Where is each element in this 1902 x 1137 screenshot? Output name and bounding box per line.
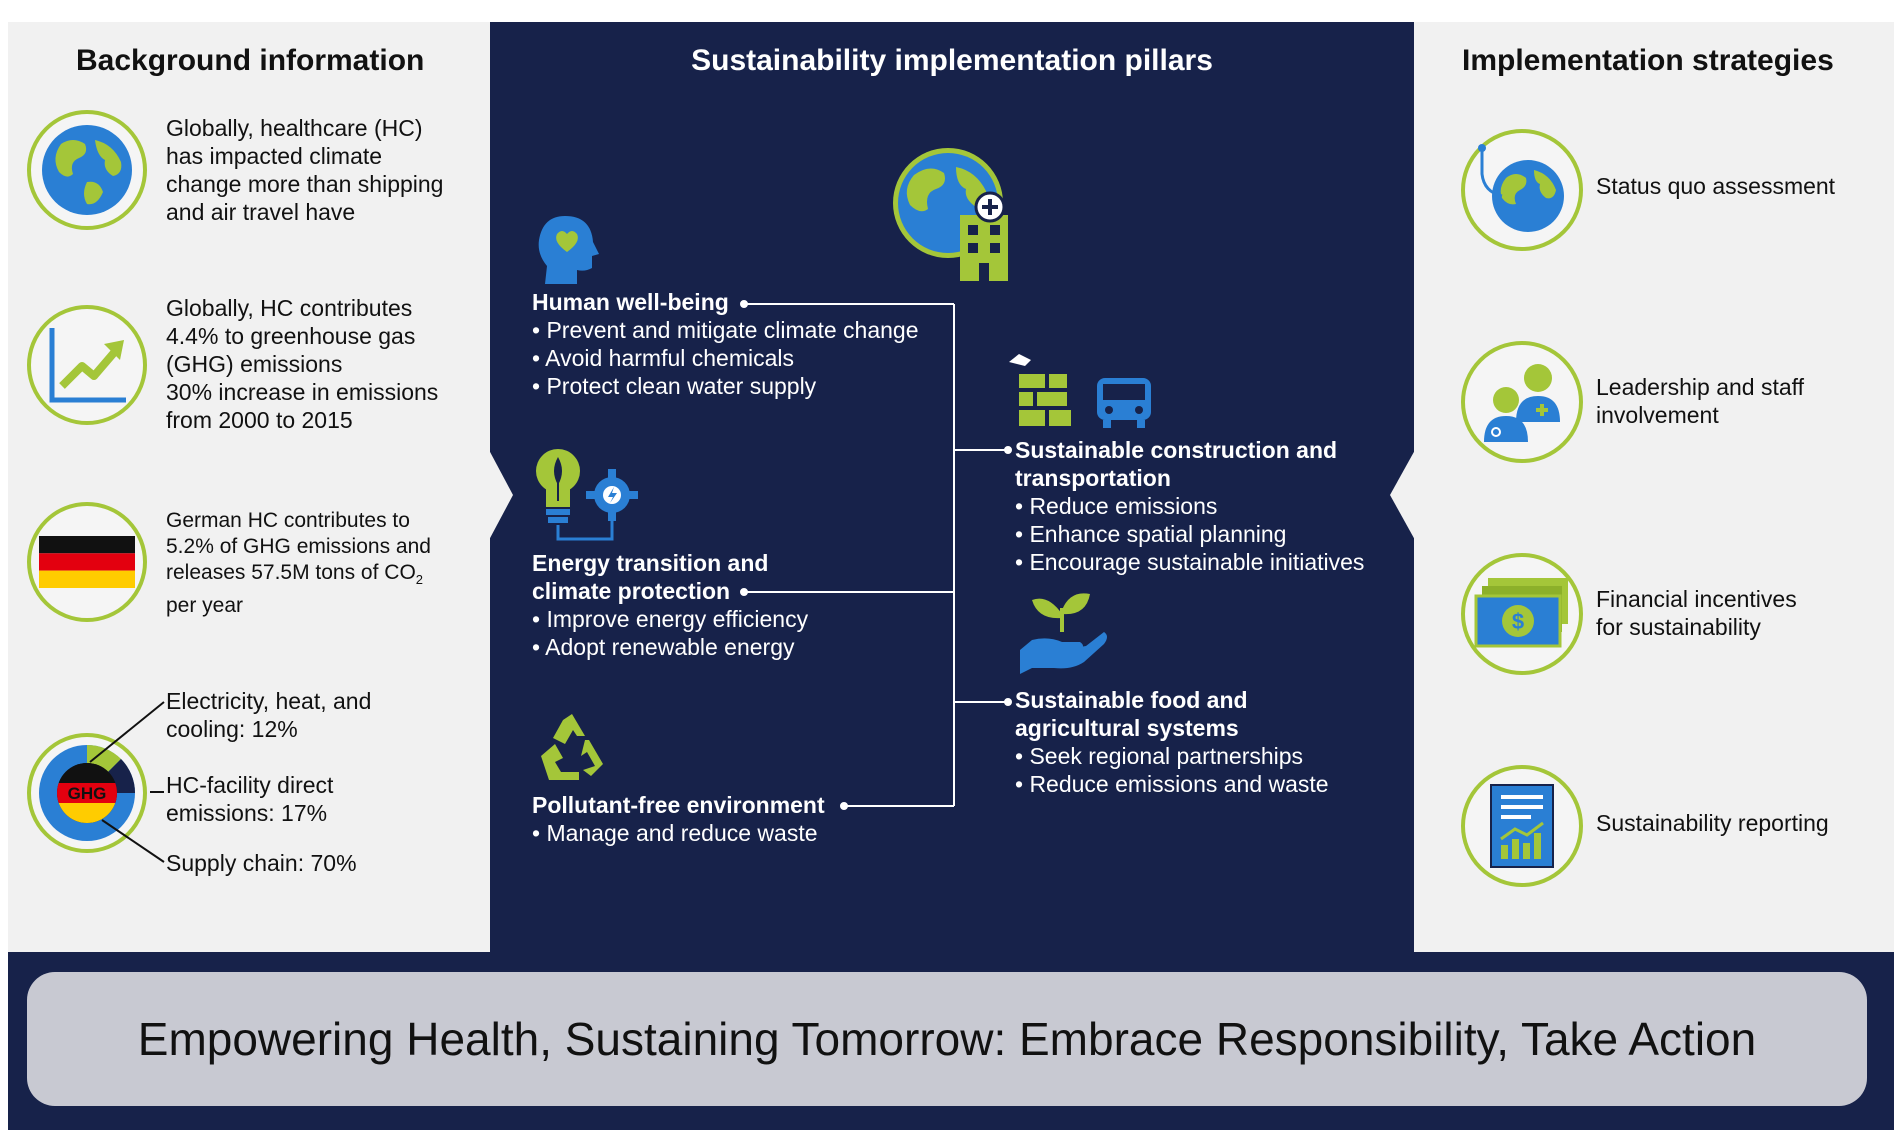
pillar-energy-bullets: • Improve energy efficiency • Adopt rene… — [532, 605, 808, 661]
bullet: • Adopt renewable energy — [532, 634, 795, 660]
strategies-title: Implementation strategies — [1462, 44, 1834, 77]
ghg-donut-icon: GHG — [39, 744, 136, 841]
supply-chain-label: Supply chain: 70% — [166, 850, 357, 876]
pillar-energy-title: Energy transition and climate protection — [532, 549, 768, 605]
ghg-label: GHG — [68, 784, 107, 803]
text-line: Sustainability reporting — [1596, 810, 1829, 836]
text-line: (GHG) emissions — [166, 351, 343, 377]
bullet: • Prevent and mitigate climate change — [532, 317, 919, 343]
text-line: German HC contributes to — [166, 509, 410, 532]
background-title: Background information — [76, 44, 425, 77]
bullet: • Encourage sustainable initiatives — [1015, 549, 1365, 575]
pillars-title: Sustainability implementation pillars — [691, 44, 1213, 77]
donut-leader-lines — [89, 701, 165, 863]
svg-text:$: $ — [1512, 609, 1524, 634]
pillar-food-bullets: • Seek regional partnerships • Reduce em… — [1015, 742, 1329, 798]
background-item-2-text: Globally, HC contributes 4.4% to greenho… — [166, 294, 438, 434]
strategy-3-circle: $ — [1461, 553, 1583, 675]
bullet: • Protect clean water supply — [532, 373, 817, 399]
co2-text: releases 57.5M tons of CO — [166, 561, 416, 584]
title-line: Sustainable food and — [1015, 687, 1248, 713]
text-line: for sustainability — [1596, 614, 1761, 640]
text-line: involvement — [1596, 402, 1719, 428]
text-line: Globally, HC contributes — [166, 295, 413, 321]
recycle-icon — [541, 714, 603, 780]
text-line: Globally, healthcare (HC) — [166, 115, 423, 141]
text-line: releases 57.5M tons of CO2 — [166, 560, 431, 593]
german-flag-icon — [39, 536, 135, 588]
right-panel-notch — [1390, 450, 1415, 540]
text-line: from 2000 to 2015 — [166, 407, 353, 433]
bullet: • Reduce emissions — [1015, 493, 1218, 519]
strategy-4-circle — [1461, 765, 1583, 887]
flag-icon-circle — [27, 502, 147, 622]
pillar-pollutant-title: Pollutant-free environment — [532, 792, 825, 818]
trend-icon-circle — [27, 305, 147, 425]
slogan-text: Empowering Health, Sustaining Tomorrow: … — [137, 1013, 1757, 1065]
strategy-2-label: Leadership and staff involvement — [1596, 373, 1804, 429]
bullet: • Avoid harmful chemicals — [532, 345, 795, 371]
pillar-construction-bullets: • Reduce emissions • Enhance spatial pla… — [1015, 492, 1364, 576]
title-line: agricultural systems — [1015, 715, 1239, 741]
background-item-3-text: German HC contributes to 5.2% of GHG emi… — [166, 508, 431, 619]
text-line: emissions: 17% — [166, 800, 328, 826]
facility-label: HC-facility direct emissions: 17% — [166, 771, 333, 827]
text-line: Financial incentives — [1596, 586, 1797, 612]
head-heart-icon — [538, 216, 599, 284]
globe-icon — [42, 125, 132, 215]
bullet: • Enhance spatial planning — [1015, 521, 1287, 547]
text-line: cooling: 12% — [166, 716, 298, 742]
report-document-icon — [1490, 784, 1554, 868]
title-line: Human well-being — [532, 289, 729, 315]
globe-hospital-icon — [893, 148, 1008, 281]
text-line: 5.2% of GHG emissions and — [166, 535, 431, 558]
text-line: change more than shipping — [166, 171, 444, 197]
staff-people-icon — [1484, 364, 1560, 442]
text-line: 4.4% to greenhouse gas — [166, 323, 416, 349]
bricks-bus-icon — [1009, 354, 1151, 428]
text-line: Status quo assessment — [1596, 173, 1836, 199]
globe-stethoscope-icon — [1478, 144, 1564, 232]
money-bills-icon: $ — [1474, 578, 1568, 648]
text-line: 30% increase in emissions — [166, 379, 439, 405]
text-line: Leadership and staff — [1596, 374, 1805, 400]
text-line: per year — [166, 594, 244, 618]
background-item-1-text: Globally, healthcare (HC) has impacted c… — [166, 114, 443, 226]
slogan-banner: Empowering Health, Sustaining Tomorrow: … — [27, 972, 1867, 1106]
text-line: HC-facility direct — [166, 772, 334, 798]
pillar-human-wellbeing-bullets: • Prevent and mitigate climate change • … — [532, 316, 919, 400]
strategy-1-label: Status quo assessment — [1596, 172, 1835, 200]
hand-plant-icon — [1020, 593, 1107, 674]
strategy-4-label: Sustainability reporting — [1596, 809, 1829, 837]
donut-circle: GHG — [27, 733, 147, 853]
pillar-food-title: Sustainable food and agricultural system… — [1015, 686, 1248, 742]
pillar-pollutant-bullets: • Manage and reduce waste — [532, 819, 818, 847]
pillar-human-wellbeing-title: Human well-being — [532, 288, 729, 316]
subscript: 2 — [415, 572, 424, 588]
pillar-connectors — [740, 300, 1012, 810]
bullet: • Seek regional partnerships — [1015, 743, 1304, 769]
title-line: transportation — [1015, 465, 1171, 491]
text-line: and air travel have — [166, 199, 356, 225]
bullet: • Improve energy efficiency — [532, 606, 809, 632]
globe-icon-circle — [27, 110, 147, 230]
title-line: Sustainable construction and — [1015, 437, 1338, 463]
bulb-gear-icon — [536, 449, 638, 541]
trend-up-chart-icon — [49, 328, 126, 403]
left-panel-notch — [489, 450, 513, 540]
strategy-1-circle — [1461, 129, 1583, 251]
text-line: has impacted climate — [166, 143, 383, 169]
pillar-construction-title: Sustainable construction and transportat… — [1015, 436, 1337, 492]
text-line: Electricity, heat, and — [166, 688, 372, 714]
title-line: Energy transition and — [532, 550, 769, 576]
strategy-3-label: Financial incentives for sustainability — [1596, 585, 1797, 641]
bullet: • Manage and reduce waste — [532, 820, 818, 846]
title-line: climate protection — [532, 578, 731, 604]
bullet: • Reduce emissions and waste — [1015, 771, 1329, 797]
electricity-label: Electricity, heat, and cooling: 12% — [166, 687, 371, 743]
strategy-2-circle — [1461, 341, 1583, 463]
